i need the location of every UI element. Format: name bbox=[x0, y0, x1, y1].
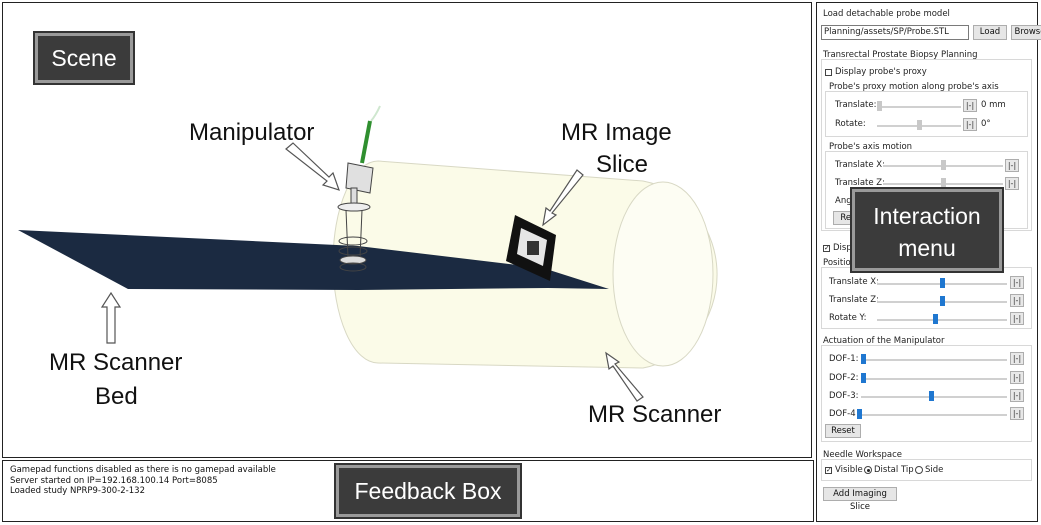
pos-translate-x-stepper[interactable]: |-| bbox=[1010, 276, 1024, 289]
feedback-line: Gamepad functions disabled as there is n… bbox=[10, 465, 276, 475]
dof2-label: DOF-2: bbox=[829, 373, 859, 383]
dof1-label: DOF-1: bbox=[829, 354, 859, 364]
dof2-stepper[interactable]: |-| bbox=[1010, 371, 1024, 384]
trp-section-title: Transrectal Prostate Biopsy Planning bbox=[823, 50, 978, 60]
interaction-menu-tag-line1: Interaction bbox=[873, 203, 981, 229]
image-slice-arrow bbox=[542, 169, 584, 227]
browse-button[interactable]: Browse bbox=[1011, 25, 1041, 40]
mr-image-slice bbox=[506, 215, 556, 281]
proxy-rotate-slider-thumb[interactable] bbox=[916, 120, 922, 130]
display-probe-proxy-checkbox[interactable] bbox=[825, 69, 832, 76]
pos-translate-z-slider-thumb[interactable] bbox=[939, 296, 945, 306]
proxy-motion-group bbox=[825, 91, 1028, 137]
load-button[interactable]: Load bbox=[973, 25, 1007, 40]
add-imaging-slice-button[interactable]: Add Imaging Slice bbox=[823, 487, 897, 512]
feedback-line: Loaded study NPRP9-300-2-132 bbox=[10, 486, 145, 496]
dof4-slider-thumb[interactable] bbox=[857, 409, 862, 419]
feedback-box-tag: Feedback Box bbox=[334, 463, 522, 519]
dof4-label: DOF-4 bbox=[829, 409, 856, 419]
dof1-slider-track[interactable] bbox=[861, 359, 1007, 361]
load-probe-section-title: Load detachable probe model bbox=[823, 9, 950, 19]
mr-scanner-label: MR Scanner bbox=[588, 401, 722, 428]
display-probe-proxy-label: Display probe's proxy bbox=[835, 67, 927, 77]
display-robot-checkbox[interactable]: ✓ bbox=[823, 244, 830, 252]
distal-tip-radio[interactable] bbox=[864, 466, 872, 474]
manipulator-arrow bbox=[285, 142, 340, 191]
mr-scanner-bed bbox=[18, 230, 609, 290]
mr-image-slice-label-line1: MR Image bbox=[561, 119, 672, 146]
dof1-stepper[interactable]: |-| bbox=[1010, 352, 1024, 365]
interaction-menu-tag: Interaction menu bbox=[850, 187, 1004, 273]
actuation-section-title: Actuation of the Manipulator bbox=[823, 336, 945, 346]
side-label: Side bbox=[925, 465, 944, 475]
pos-rotate-y-stepper[interactable]: |-| bbox=[1010, 312, 1024, 325]
axis-translate-z-label: Translate Z: bbox=[835, 178, 885, 188]
mr-image-slice-label-line2: Slice bbox=[596, 151, 649, 178]
mr-scanner-bed-label-line1: MR Scanner bbox=[49, 349, 183, 376]
proxy-rotate-stepper[interactable]: |-| bbox=[963, 118, 977, 131]
mr-scanner-end-face bbox=[612, 181, 714, 367]
actuation-group bbox=[821, 345, 1032, 442]
feedback-line: Server started on IP=192.168.100.14 Port… bbox=[10, 475, 218, 486]
pos-translate-x-label: Translate X: bbox=[829, 277, 879, 287]
proxy-translate-slider-thumb[interactable] bbox=[877, 101, 882, 111]
actuation-reset-button[interactable]: Reset bbox=[825, 424, 861, 438]
axis-translate-z-stepper[interactable]: |-| bbox=[1005, 177, 1019, 190]
scanner-arrow bbox=[605, 351, 644, 402]
axis-translate-z-slider-thumb[interactable] bbox=[940, 178, 946, 188]
proxy-translate-value: 0 mm bbox=[981, 100, 1006, 110]
pos-translate-z-label: Translate Z: bbox=[829, 295, 879, 305]
axis-translate-x-label: Translate X: bbox=[835, 160, 885, 170]
dof2-slider-thumb[interactable] bbox=[861, 373, 866, 383]
pos-translate-x-slider-thumb[interactable] bbox=[939, 278, 945, 288]
distal-tip-label: Distal Tip bbox=[874, 465, 914, 475]
visible-checkbox[interactable]: ✓ bbox=[825, 466, 832, 474]
needle-workspace-title: Needle Workspace bbox=[823, 450, 902, 460]
annotation-arrows bbox=[100, 142, 644, 402]
side-radio[interactable] bbox=[915, 466, 923, 474]
needle-workspace-group bbox=[821, 459, 1032, 481]
probe-path-field[interactable]: Planning/assets/SP/Probe.STL bbox=[821, 25, 969, 40]
visible-label: Visible bbox=[835, 465, 863, 475]
axis-angle-label: Ang bbox=[835, 196, 852, 206]
manipulator-model bbox=[337, 105, 381, 272]
proxy-motion-title: Probe's proxy motion along probe's axis bbox=[829, 82, 999, 92]
proxy-rotate-label: Rotate: bbox=[835, 119, 866, 129]
pos-translate-z-stepper[interactable]: |-| bbox=[1010, 294, 1024, 307]
pos-rotate-y-label: Rotate Y: bbox=[829, 313, 867, 323]
dof3-slider-thumb[interactable] bbox=[928, 391, 934, 401]
axis-motion-title: Probe's axis motion bbox=[829, 142, 913, 152]
bed-arrow bbox=[100, 291, 122, 344]
proxy-translate-label: Translate: bbox=[835, 100, 877, 110]
mr-scanner-bed-label-line2: Bed bbox=[95, 383, 138, 410]
scene-3d-render bbox=[18, 105, 718, 402]
dof3-label: DOF-3: bbox=[829, 391, 859, 401]
dof3-stepper[interactable]: |-| bbox=[1010, 389, 1024, 402]
interaction-menu-tag-line2: menu bbox=[898, 235, 956, 261]
pos-rotate-y-slider-thumb[interactable] bbox=[933, 314, 939, 324]
dof1-slider-thumb[interactable] bbox=[861, 354, 866, 364]
proxy-rotate-value: 0° bbox=[981, 119, 991, 129]
scene-tag: Scene bbox=[33, 31, 135, 85]
dof3-slider-track[interactable] bbox=[861, 396, 1007, 398]
proxy-translate-slider-track[interactable] bbox=[877, 106, 961, 108]
scene-viewport[interactable]: Manipulator MR Image Slice MR Scanner Be… bbox=[2, 2, 812, 458]
dof4-stepper[interactable]: |-| bbox=[1010, 407, 1024, 420]
axis-translate-x-slider-thumb[interactable] bbox=[940, 160, 946, 170]
manipulator-label: Manipulator bbox=[189, 119, 315, 146]
proxy-translate-stepper[interactable]: |-| bbox=[963, 99, 977, 112]
axis-translate-x-stepper[interactable]: |-| bbox=[1005, 159, 1019, 172]
dof4-slider-track[interactable] bbox=[857, 414, 1007, 416]
pos-rotate-y-slider-track[interactable] bbox=[877, 319, 1007, 321]
dof2-slider-track[interactable] bbox=[861, 378, 1007, 380]
